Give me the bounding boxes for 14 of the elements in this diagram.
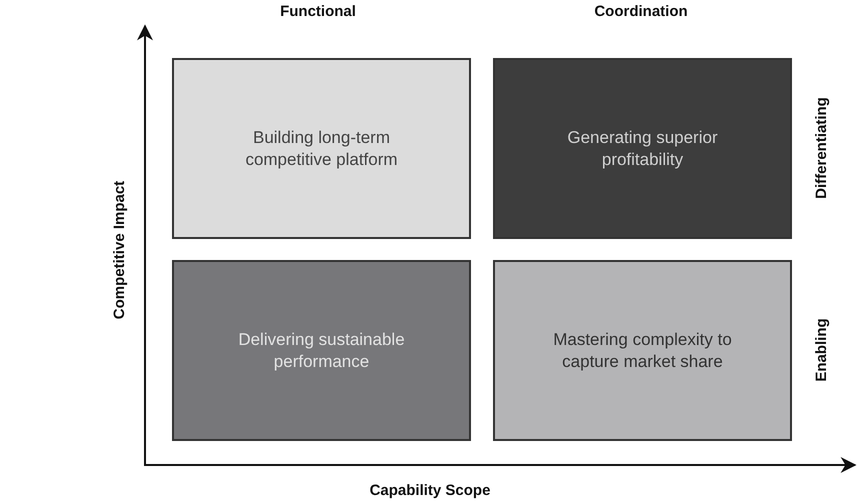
quadrant-text: Delivering sustainable performance	[237, 328, 406, 372]
quadrant-box	[172, 58, 471, 239]
axis-label: Capability Scope	[370, 482, 490, 500]
quadrant-text: Generating superior profitability	[566, 126, 719, 170]
quadrant-box	[493, 58, 792, 239]
axis-label: Enabling	[813, 318, 831, 382]
quadrant-text: Building long-term competitive platform	[244, 126, 399, 170]
axis-label: Competitive Impact	[111, 180, 129, 320]
axis-label: Functional	[280, 3, 356, 21]
axis-label: Coordination	[594, 3, 688, 21]
quadrant-box	[493, 260, 792, 441]
quadrant-text: Mastering complexity to capture market share	[552, 328, 733, 372]
axis-label: Differentiating	[813, 97, 831, 199]
quadrant-box	[172, 260, 471, 441]
